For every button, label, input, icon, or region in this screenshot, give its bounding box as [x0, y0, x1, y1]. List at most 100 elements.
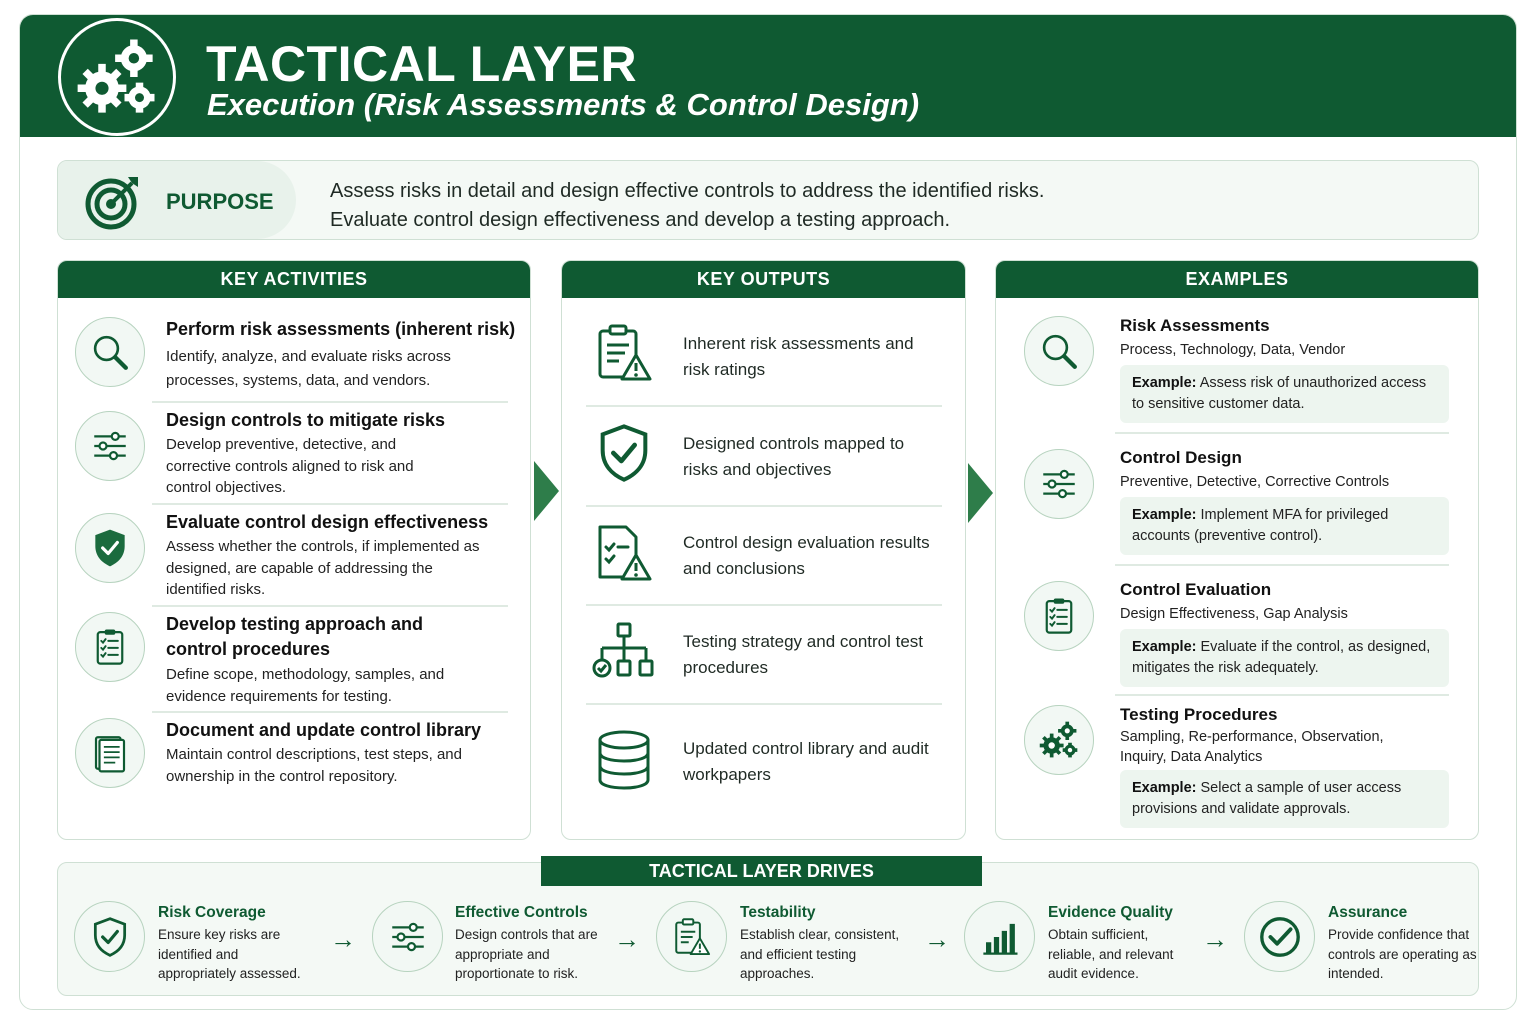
drive-desc: Establish clear, consistent, and efficie… — [740, 927, 900, 981]
magnifier-icon — [1024, 316, 1094, 386]
drive-desc: Ensure key risks are identified and appr… — [158, 927, 301, 981]
divider — [1115, 694, 1449, 696]
example-text: Select a sample of user access provision… — [1132, 780, 1402, 817]
divider — [1115, 564, 1449, 566]
example-text: Implement MFA for privileged accounts (p… — [1132, 507, 1389, 544]
infographic-frame: TACTICAL LAYER Execution (Risk Assessmen… — [19, 14, 1517, 1010]
header-banner: TACTICAL LAYER Execution (Risk Assessmen… — [20, 15, 1516, 137]
drive-title: Testability — [740, 904, 816, 921]
arrow-right-icon: → — [330, 924, 356, 954]
clipboard-warning-icon — [592, 321, 656, 385]
purpose-line-1: Assess risks in detail and design effect… — [330, 180, 1045, 202]
example-subtitle: Process, Technology, Data, Vendor — [1120, 342, 1346, 358]
page-subtitle: Execution (Risk Assessments & Control De… — [207, 87, 920, 122]
output-text: Testing strategy and control test proced… — [683, 632, 924, 677]
activity-title: Document and update control library — [166, 720, 482, 740]
divider — [1115, 432, 1449, 434]
example-box: Example: Select a sample of user access … — [1120, 770, 1449, 828]
hierarchy-icon — [592, 620, 656, 684]
clipboard-checklist-icon — [1024, 581, 1094, 651]
example-text: Assess risk of unauthorized access to se… — [1132, 375, 1427, 412]
example-title: Control Evaluation — [1120, 580, 1272, 599]
sliders-icon — [75, 411, 145, 481]
shield-check-icon — [592, 421, 656, 485]
example-box: Example: Assess risk of unauthorized acc… — [1120, 365, 1449, 423]
clipboard-checklist-icon — [75, 612, 145, 682]
example-label: Example: — [1132, 507, 1197, 523]
output-text: Control design evaluation results and co… — [683, 533, 930, 578]
divider — [586, 703, 942, 705]
arrow-right-icon: → — [1202, 924, 1228, 954]
sliders-icon — [1024, 449, 1094, 519]
example-text: Evaluate if the control, as designed, mi… — [1132, 639, 1431, 676]
drive-title: Risk Coverage — [158, 904, 266, 921]
key-activities-heading: KEY ACTIVITIES — [58, 261, 530, 298]
activity-desc: Assess whether the controls, if implemen… — [166, 538, 480, 598]
flow-chevron-2 — [968, 463, 993, 523]
sliders-icon — [372, 901, 443, 972]
arrow-right-icon: → — [614, 924, 640, 954]
drive-desc: Provide confidence that controls are ope… — [1328, 927, 1477, 981]
arrow-right-icon: → — [924, 924, 950, 954]
magnifier-icon — [75, 317, 145, 387]
output-text: Designed controls mapped to risks and ob… — [683, 434, 905, 479]
activity-title: Develop testing approach and control pro… — [166, 614, 424, 659]
drive-title: Effective Controls — [455, 904, 588, 921]
example-subtitle: Preventive, Detective, Corrective Contro… — [1120, 474, 1390, 490]
shield-check-icon — [74, 901, 145, 972]
output-text: Inherent risk assessments and risk ratin… — [683, 334, 914, 379]
divider — [586, 604, 942, 606]
document-warning-icon — [592, 521, 656, 585]
activity-title: Design controls to mitigate risks — [166, 410, 446, 430]
page-title: TACTICAL LAYER — [206, 36, 638, 92]
shield-check-icon — [75, 513, 145, 583]
divider — [586, 505, 942, 507]
activity-desc: Identify, analyze, and evaluate risks ac… — [166, 348, 451, 389]
example-title: Risk Assessments — [1120, 316, 1270, 335]
divider — [152, 503, 508, 505]
purpose-line-2: Evaluate control design effectiveness an… — [330, 209, 951, 231]
activity-desc: Maintain control descriptions, test step… — [166, 746, 462, 785]
target-icon — [85, 177, 138, 230]
examples-panel: EXAMPLES Risk Assessments Process, Techn… — [995, 260, 1479, 840]
activity-desc: Develop preventive, detective, and corre… — [166, 436, 414, 496]
examples-heading: EXAMPLES — [996, 261, 1478, 298]
drive-title: Evidence Quality — [1048, 904, 1173, 921]
divider — [586, 405, 942, 407]
example-label: Example: — [1132, 375, 1197, 391]
drives-heading: TACTICAL LAYER DRIVES — [541, 856, 982, 886]
purpose-section: PURPOSE Assess risks in detail and desig… — [57, 160, 1479, 240]
drive-title: Assurance — [1328, 904, 1408, 921]
output-text: Updated control library and audit workpa… — [683, 739, 929, 784]
example-title: Control Design — [1120, 448, 1242, 467]
divider — [152, 711, 508, 713]
purpose-label-box: PURPOSE — [58, 161, 296, 239]
drive-desc: Obtain sufficient, reliable, and relevan… — [1048, 927, 1174, 981]
document-library-icon — [75, 718, 145, 788]
example-label: Example: — [1132, 639, 1197, 655]
clipboard-warning-icon — [656, 901, 727, 972]
key-outputs-heading: KEY OUTPUTS — [562, 261, 965, 298]
activity-title: Perform risk assessments (inherent risk) — [166, 319, 516, 339]
example-box: Example: Implement MFA for privileged ac… — [1120, 497, 1449, 555]
example-label: Example: — [1132, 780, 1197, 796]
example-box: Example: Evaluate if the control, as des… — [1120, 629, 1449, 687]
drive-desc: Design controls that are appropriate and… — [455, 927, 598, 981]
database-icon — [592, 728, 656, 792]
purpose-text: Assess risks in detail and design effect… — [330, 177, 1044, 235]
example-subtitle: Design Effectiveness, Gap Analysis — [1120, 606, 1348, 622]
divider — [152, 605, 508, 607]
gears-icon — [1024, 705, 1094, 775]
check-circle-icon — [1244, 901, 1315, 972]
divider — [152, 401, 508, 403]
gears-icon — [58, 18, 176, 136]
example-subtitle: Sampling, Re-performance, Observation, I… — [1120, 729, 1384, 765]
activity-desc: Define scope, methodology, samples, and … — [166, 666, 445, 705]
key-outputs-panel: KEY OUTPUTS Inherent risk assessments an… — [561, 260, 966, 840]
key-activities-panel: KEY ACTIVITIES Perform risk assessments … — [57, 260, 531, 840]
activity-title: Evaluate control design effectiveness — [166, 512, 489, 532]
purpose-label: PURPOSE — [166, 189, 274, 214]
example-title: Testing Procedures — [1120, 705, 1278, 724]
flow-chevron-1 — [534, 461, 559, 521]
bar-chart-icon — [964, 901, 1035, 972]
